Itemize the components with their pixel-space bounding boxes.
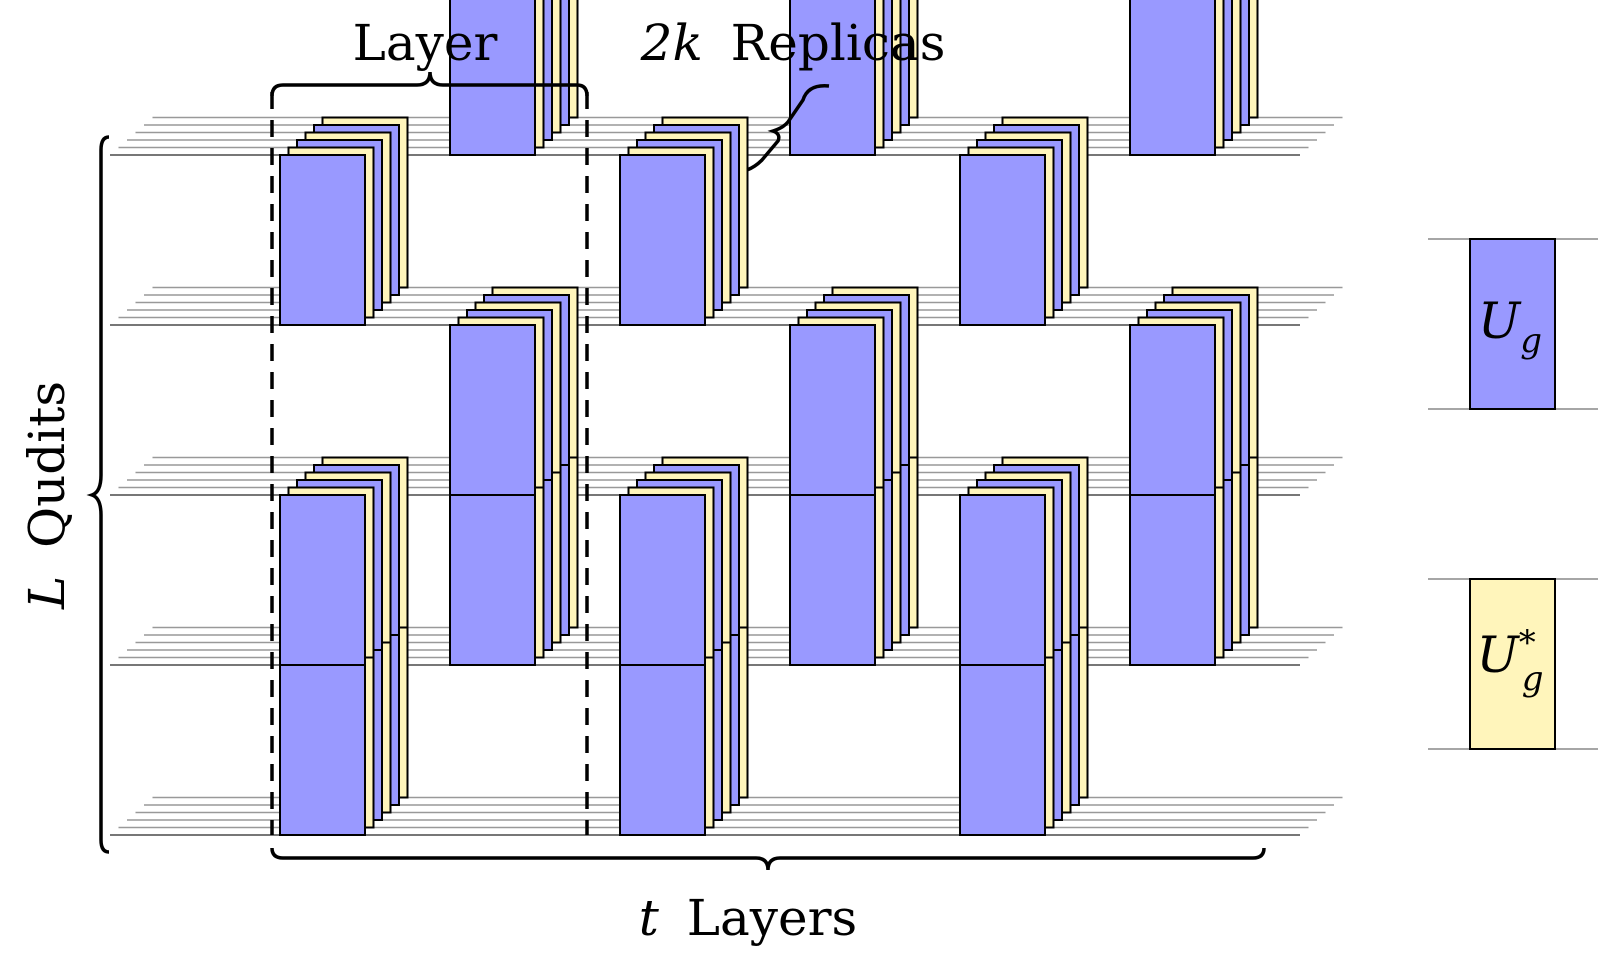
gate-ug (789, 0, 876, 156)
legend-yellow-gate (1469, 578, 1556, 750)
legend-yellow-label: U*g (1477, 623, 1544, 699)
legend-yellow-label-base: U (1477, 626, 1521, 684)
replicas-label: 2k Replicas (640, 14, 946, 72)
gate-ug (959, 154, 1046, 326)
gate-ug (619, 494, 706, 666)
legend-blue-label-sub: g (1520, 321, 1542, 361)
replicas-label-math: 2k (640, 14, 703, 72)
layers-brace (270, 847, 1266, 871)
legend-blue-label: Ug (1478, 292, 1542, 361)
gate-ug (959, 664, 1046, 836)
layer-label: Layer (353, 14, 498, 72)
gate-ug (789, 324, 876, 496)
gate-stack (789, 456, 919, 666)
gate-stack (449, 0, 579, 156)
gate-stack (279, 456, 409, 666)
layer-brace (270, 71, 589, 97)
gate-ug (789, 494, 876, 666)
layers-label: t Layers (639, 889, 857, 947)
gate-stack (789, 0, 919, 156)
gate-ug (279, 154, 366, 326)
qudits-label: L Qudits (18, 381, 76, 610)
qudits-brace (86, 135, 110, 854)
legend-yellow-label-sup: * (1519, 623, 1536, 663)
gate-stacks (279, 0, 1259, 836)
gate-stack (449, 286, 579, 496)
gate-stack (959, 116, 1089, 326)
gate-ug (1129, 324, 1216, 496)
gate-ug (619, 664, 706, 836)
gate-ug (279, 664, 366, 836)
gate-stack (1129, 286, 1259, 496)
qudits-label-text: Qudits (18, 381, 76, 548)
legend: Ug U*g (1428, 238, 1598, 750)
qudits-label-math: L (18, 576, 76, 610)
gate-ug (449, 324, 536, 496)
gate-ug (1129, 494, 1216, 666)
gate-ug (619, 154, 706, 326)
gate-stack (789, 286, 919, 496)
layers-label-math: t (639, 889, 660, 947)
legend-blue-label-base: U (1478, 292, 1522, 350)
legend-blue-gate (1469, 238, 1556, 410)
replicas-brace (746, 84, 830, 172)
gate-stack (619, 116, 749, 326)
layers-label-text: Layers (687, 889, 857, 947)
gate-stack (619, 456, 749, 666)
legend-yellow-label-sub: g (1522, 659, 1544, 699)
gate-ug (279, 494, 366, 666)
gate-stack (1129, 0, 1259, 156)
replicas-label-text: Replicas (731, 14, 946, 72)
gate-ug (449, 494, 536, 666)
gate-stack (959, 456, 1089, 666)
gate-stack (279, 116, 409, 326)
gate-ug (449, 0, 536, 156)
gate-ug (1129, 0, 1216, 156)
gate-ug (959, 494, 1046, 666)
gate-stack (1129, 456, 1259, 666)
